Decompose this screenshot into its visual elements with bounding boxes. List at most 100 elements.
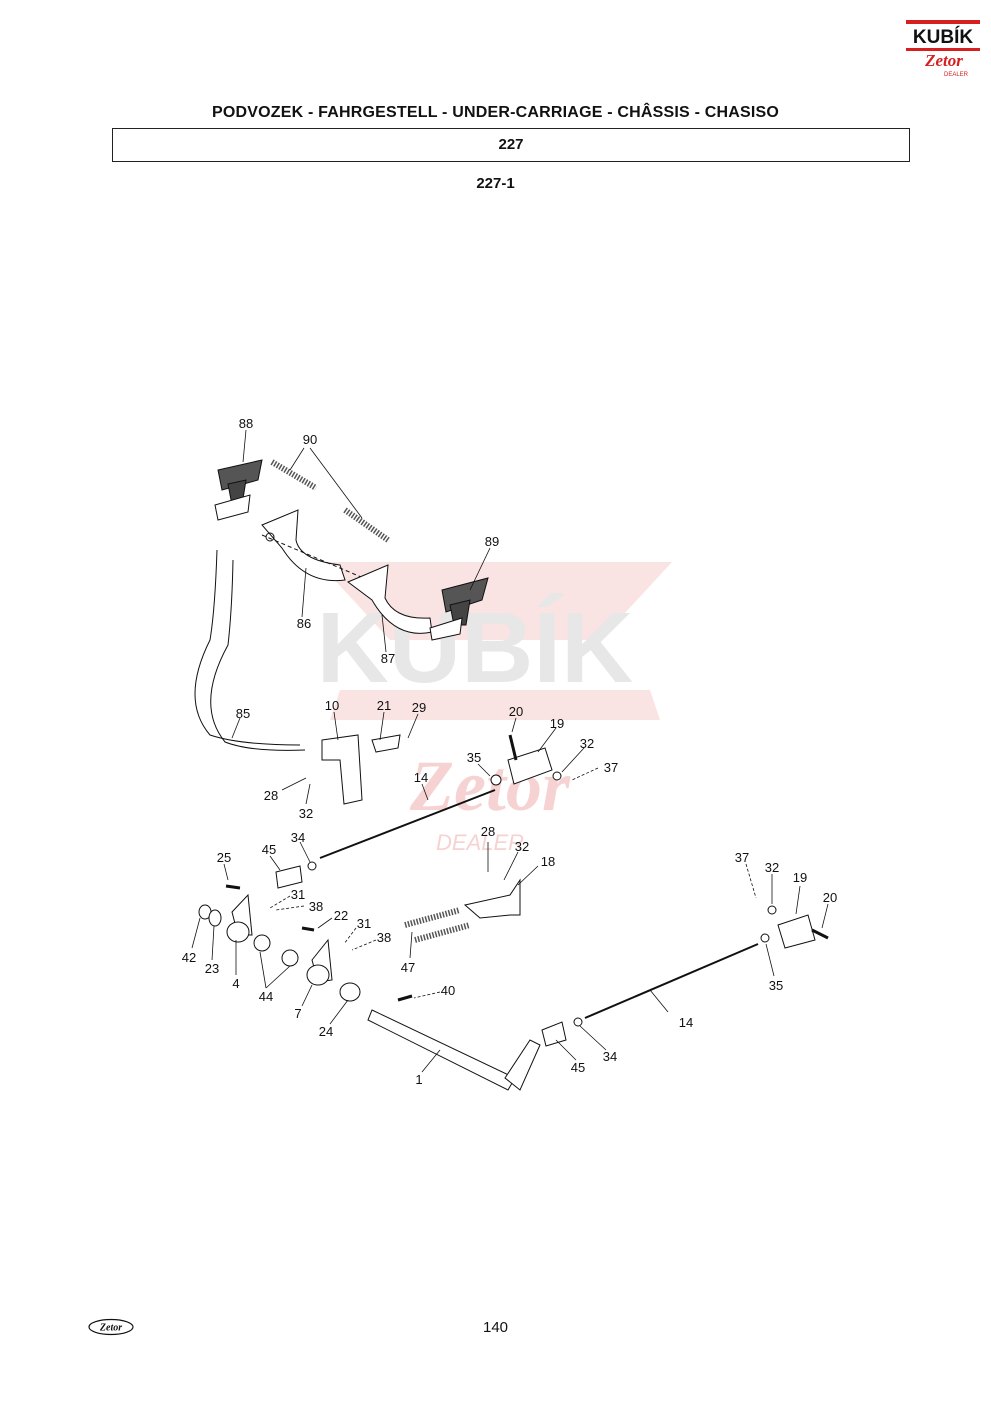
bolt-20-upper: [508, 734, 518, 761]
part-label: 29: [412, 700, 426, 715]
bolt-25: [225, 884, 241, 890]
clevis-45-upper: [275, 865, 303, 889]
part-label: 14: [414, 770, 428, 785]
bushing-4: [226, 921, 250, 943]
subgroup-number: 227-1: [476, 175, 515, 192]
bush-24: [339, 982, 361, 1002]
nut-35-upper: [490, 774, 502, 786]
part-label: 28: [264, 788, 278, 803]
part-label: 32: [765, 860, 779, 875]
nut-35-lower: [760, 933, 770, 943]
part-label: 32: [515, 839, 529, 854]
part-label: 45: [571, 1060, 585, 1075]
part-label: 38: [309, 899, 323, 914]
part-label: 14: [679, 1015, 693, 1030]
page-number: 140: [482, 1319, 509, 1336]
part-labels: 88 90 89 86 87 85 10 21 29 28 32 14 20 1…: [182, 416, 837, 1087]
part-label: 32: [580, 736, 594, 751]
part-label: 89: [485, 534, 499, 549]
part-label: 1: [415, 1072, 422, 1087]
bush-44a: [253, 934, 271, 952]
part-label: 37: [735, 850, 749, 865]
part-label: 7: [294, 1006, 301, 1021]
block-19-lower: [777, 914, 816, 949]
block-19-upper: [507, 747, 553, 785]
lever-87: [347, 564, 433, 634]
part-label: 88: [239, 416, 253, 431]
part-label: 42: [182, 950, 196, 965]
bracket-18: [463, 878, 521, 919]
pedal-88: [214, 459, 263, 521]
leader-lines: [191, 429, 829, 1073]
part-label: 20: [823, 890, 837, 905]
part-label: 23: [205, 961, 219, 976]
bushing-7: [306, 964, 330, 986]
page-title: PODVOZEK - FAHRGESTELL - UNDER-CARRIAGE …: [211, 104, 780, 121]
spring-90a: [270, 459, 318, 491]
part-label: 19: [793, 870, 807, 885]
shaft-1: [367, 1009, 516, 1091]
part-label: 47: [401, 960, 415, 975]
diagram-drawing: [191, 429, 829, 1091]
part-label: 31: [357, 916, 371, 931]
part-label: 24: [319, 1024, 333, 1039]
spring-47b: [414, 922, 471, 943]
washer-32-upper: [552, 771, 562, 781]
part-label: 18: [541, 854, 555, 869]
part-label: 31: [291, 887, 305, 902]
part-label: 40: [441, 983, 455, 998]
svg-text:DEALER: DEALER: [436, 830, 524, 855]
zetor-logo: Zetor: [88, 1318, 134, 1336]
pin-40: [397, 994, 413, 1002]
part-label: 86: [297, 616, 311, 631]
part-label: 25: [217, 850, 231, 865]
nut-34-lower: [573, 1017, 583, 1027]
part-label: 21: [377, 698, 391, 713]
svg-text:Zetor: Zetor: [924, 51, 963, 70]
bush-44b: [281, 949, 299, 967]
cable-85b: [210, 559, 306, 751]
bracket-21: [371, 734, 401, 753]
part-label: 20: [509, 704, 523, 719]
spring-90b: [343, 507, 390, 543]
bracket-10: [321, 734, 363, 805]
part-label: 28: [481, 824, 495, 839]
nut-34-upper: [307, 861, 317, 871]
part-label: 34: [603, 1049, 617, 1064]
kubik-zetor-logo: KUBÍK Zetor DEALER: [906, 20, 980, 78]
bolt-22: [301, 926, 315, 932]
svg-text:KUBÍK: KUBÍK: [317, 592, 634, 704]
washer-32-lower: [767, 905, 777, 915]
part-label: 45: [262, 842, 276, 857]
washer-23: [208, 909, 222, 927]
watermark: KUBÍK Zetor DEALER: [317, 562, 672, 855]
rod-14-upper: [319, 789, 496, 859]
part-label: 35: [467, 750, 481, 765]
lever-86: [261, 509, 346, 582]
part-label: 34: [291, 830, 305, 845]
group-number: 227: [498, 136, 524, 153]
part-label: 35: [769, 978, 783, 993]
part-label: 90: [303, 432, 317, 447]
spring-47a: [404, 907, 461, 928]
part-label: 32: [299, 806, 313, 821]
arm-1: [504, 1039, 541, 1091]
part-label: 22: [334, 908, 348, 923]
part-label: 85: [236, 706, 250, 721]
svg-text:DEALER: DEALER: [944, 72, 969, 78]
bolt-20-lower: [811, 928, 829, 940]
lever-86-hole: [265, 532, 275, 542]
part-label: 44: [259, 989, 273, 1004]
group-box: 227: [112, 128, 910, 162]
part-label: 4: [232, 976, 239, 991]
part-label: 19: [550, 716, 564, 731]
clevis-45-lower: [541, 1021, 567, 1047]
part-label: 37: [604, 760, 618, 775]
part-label: 10: [325, 698, 339, 713]
rod-14-lower: [584, 943, 759, 1019]
pedal-89: [429, 577, 489, 641]
svg-text:KUBÍK: KUBÍK: [913, 26, 973, 48]
part-label: 87: [381, 651, 395, 666]
part-label: 38: [377, 930, 391, 945]
